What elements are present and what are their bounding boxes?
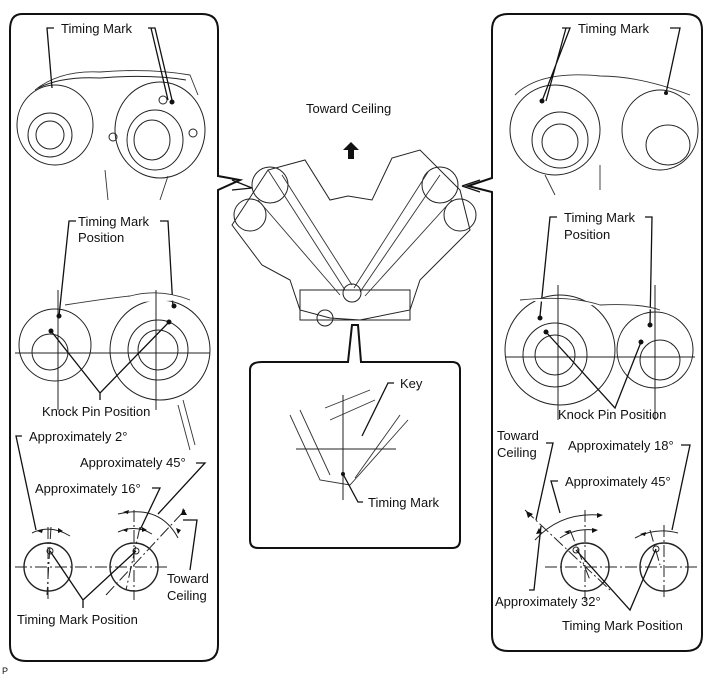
left-mid-label-line1: Timing Mark: [78, 214, 150, 229]
left-mid-leader-left: [58, 220, 76, 317]
left-knock-pin-leaders: [50, 321, 170, 400]
left-approx16-leader: [139, 487, 162, 531]
right-top-leader-left: [541, 27, 571, 102]
left-toward-line2: Ceiling: [167, 588, 207, 603]
engine-block-illustration: [231, 149, 477, 327]
left-sprocket-illustration: [16, 70, 206, 201]
left-angle-circles: [15, 508, 187, 600]
right-toward-line2: Ceiling: [497, 445, 537, 460]
left-approx16-label: Approximately 16°: [35, 481, 141, 496]
right-panel: Timing Mark Timing Mark Position Knock P…: [464, 13, 703, 652]
right-sprocket-illustration: [509, 74, 699, 196]
crank-timing-mark-leader: [342, 473, 363, 503]
right-toward-ceiling-leader: [535, 442, 554, 521]
key-label: Key: [400, 376, 423, 391]
right-approx18-label: Approximately 18°: [568, 438, 674, 453]
right-knock-pin-label: Knock Pin Position: [558, 407, 666, 422]
right-timing-mark-position-leaders: [575, 548, 657, 612]
left-panel: Timing Mark Timing Mark Position Knock P…: [9, 13, 244, 662]
crank-inset: Key Timing Mark: [249, 324, 461, 549]
left-top-leader-right: [148, 27, 173, 101]
left-callout-pointer: [231, 179, 253, 191]
right-approx18-leader: [671, 444, 691, 531]
right-panel-border: [464, 13, 703, 652]
right-approx32-label: Approximately 32°: [495, 594, 601, 609]
crank-sprocket-illustration: [289, 389, 409, 500]
left-mid-leader-right: [160, 220, 174, 309]
crank-timing-mark-label: Timing Mark: [368, 495, 440, 510]
left-panel-border: [9, 13, 244, 662]
right-approx45-label: Approximately 45°: [565, 474, 671, 489]
right-timing-mark-position-label: Timing Mark Position: [562, 618, 683, 633]
right-mid-leader-right: [645, 216, 653, 326]
right-approx32-leader: [529, 525, 542, 591]
left-top-timing-mark-label: Timing Mark: [61, 21, 133, 36]
key-leader: [361, 382, 394, 437]
right-mid-leader-left: [539, 216, 557, 317]
right-toward-line1: Toward: [497, 428, 539, 443]
right-top-timing-mark-label: Timing Mark: [578, 21, 650, 36]
center-engine: Toward Ceiling: [231, 101, 481, 327]
left-toward-line1: Toward: [167, 571, 209, 586]
left-timing-mark-position-leaders: [49, 550, 137, 608]
left-mid-sprocket-illustration: [15, 290, 211, 451]
left-approx45-label: Approximately 45°: [80, 455, 186, 470]
right-callout-pointer: [461, 179, 481, 193]
up-arrow-icon: [343, 142, 359, 159]
toward-ceiling-label: Toward Ceiling: [306, 101, 391, 116]
left-mid-label-line2: Position: [78, 230, 124, 245]
left-approx45-leader: [157, 462, 207, 515]
left-knock-pin-label: Knock Pin Position: [42, 404, 150, 419]
right-mid-label-line2: Position: [564, 227, 610, 242]
footer-code: P: [2, 666, 8, 676]
left-approx2-leader: [15, 435, 37, 531]
right-top-leader-right: [665, 27, 681, 94]
left-approx2-label: Approximately 2°: [29, 429, 127, 444]
right-knock-pin-leaders: [545, 331, 642, 410]
right-mid-label-line1: Timing Mark: [564, 210, 636, 225]
left-timing-mark-position-label: Timing Mark Position: [17, 612, 138, 627]
left-toward-ceiling-leader: [183, 519, 198, 571]
left-top-leader-left: [46, 27, 54, 89]
right-approx45-leader: [550, 480, 561, 514]
